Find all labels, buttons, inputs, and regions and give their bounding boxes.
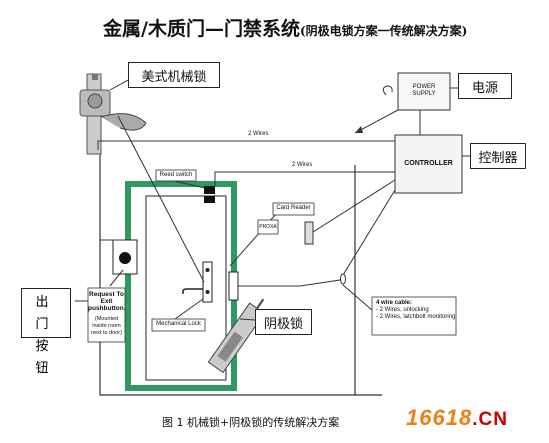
wire-label-top: 2 Wires (248, 131, 269, 137)
wire-strike (238, 189, 396, 287)
title-main: 金属/木质门—门禁系统 (103, 18, 300, 40)
strike-on-frame (228, 271, 239, 301)
leader-exit-box (109, 269, 124, 287)
brand-dot: . (472, 409, 479, 430)
callout-mechanical-lock: 美式机械锁 (128, 62, 220, 88)
callout-controller: 控制器 (470, 143, 526, 169)
card-reader (304, 221, 314, 245)
exit-note-line-2: inside room (92, 323, 121, 329)
reed-switch-label-box (155, 169, 197, 182)
callout-exit-button: 出 门 按 钮 (21, 288, 71, 376)
door-panel (145, 195, 227, 381)
wire-mech-lock (97, 140, 395, 150)
leader-mech-lock-door (117, 115, 205, 283)
cable-note-box (371, 296, 457, 336)
lock-cylinder (205, 268, 210, 272)
reed-switch-bottom (204, 196, 215, 203)
exit-main-line-3: pushbutton. (88, 305, 126, 312)
brand-watermark: 16618.CN (406, 405, 508, 431)
mechanical-lock-text: Mechanical Lock (156, 321, 201, 327)
door-lever (182, 288, 203, 294)
wire-power-diag (354, 109, 399, 134)
exit-note-line-1: (Mounted (94, 316, 119, 322)
wire-card-reader (312, 179, 396, 233)
electric-strike-illustration (207, 298, 266, 374)
exit-label-box (87, 287, 126, 343)
reed-switch-top (204, 186, 215, 194)
exit-pushbutton (112, 239, 138, 275)
reader-device-box (257, 219, 279, 235)
page-title: 金属/木质门—门禁系统(阴极电锁方案一传统解决方案) (103, 14, 467, 41)
wire-label-middle: 2 Wires (292, 162, 313, 168)
room-wall (99, 150, 382, 396)
leader-strike (239, 318, 256, 321)
power-plug (382, 85, 393, 96)
exit-button-dot (119, 252, 131, 264)
exit-note-text: (Mounted inside room next to door) (88, 316, 125, 337)
leader-lock-label (174, 298, 204, 320)
mechanical-lock-illustration (79, 73, 147, 155)
cable-note-line-2: - 2 Wires, latchbolt monitoring (376, 314, 456, 320)
exit-main-line-1: Request To (89, 291, 124, 298)
power-supply-line-2: SUPPLY (412, 91, 436, 97)
figure-caption: 图 1 机械锁+阴极锁的传统解决方案 (162, 416, 340, 429)
cable-note-pointer (342, 284, 373, 311)
power-supply-box (397, 72, 451, 111)
callout-electric-strike: 阴极锁 (255, 309, 312, 335)
lock-plate (202, 261, 213, 303)
lock-knob (205, 290, 210, 294)
leader-mech-lock (109, 79, 129, 91)
controller-text: CONTROLLER (404, 160, 453, 167)
brand-cn: CN (478, 409, 508, 430)
brand-number: 16618 (406, 405, 473, 430)
callout-power: 电源 (458, 73, 512, 99)
exit-main-text: Request To Exit pushbutton. (88, 291, 126, 312)
power-supply-line-1: POWER (412, 84, 436, 90)
reader-device-text: PROXA (259, 224, 277, 230)
cable-tie (340, 273, 346, 285)
card-reader-text: Card Reader (276, 205, 311, 211)
cable-note-heading: 4 wire cable: (376, 300, 413, 306)
title-sub: (阴极电锁方案一传统解决方案) (299, 24, 468, 38)
exit-note-line-3: next to door) (91, 330, 122, 336)
reed-switch-text: Reed switch (159, 172, 193, 178)
card-reader-label-box (272, 202, 315, 216)
cable-note-line-1: - 2 Wires, unlocking (376, 307, 429, 313)
exit-main-line-2: Exit (100, 298, 113, 305)
power-supply-text: POWER SUPPLY (398, 84, 450, 98)
mechanical-lock-label-box (151, 318, 206, 332)
controller-box (394, 134, 463, 194)
cable-note: 4 wire cable: - 2 Wires, unlocking - 2 W… (376, 300, 456, 321)
wire-reed (214, 171, 395, 186)
